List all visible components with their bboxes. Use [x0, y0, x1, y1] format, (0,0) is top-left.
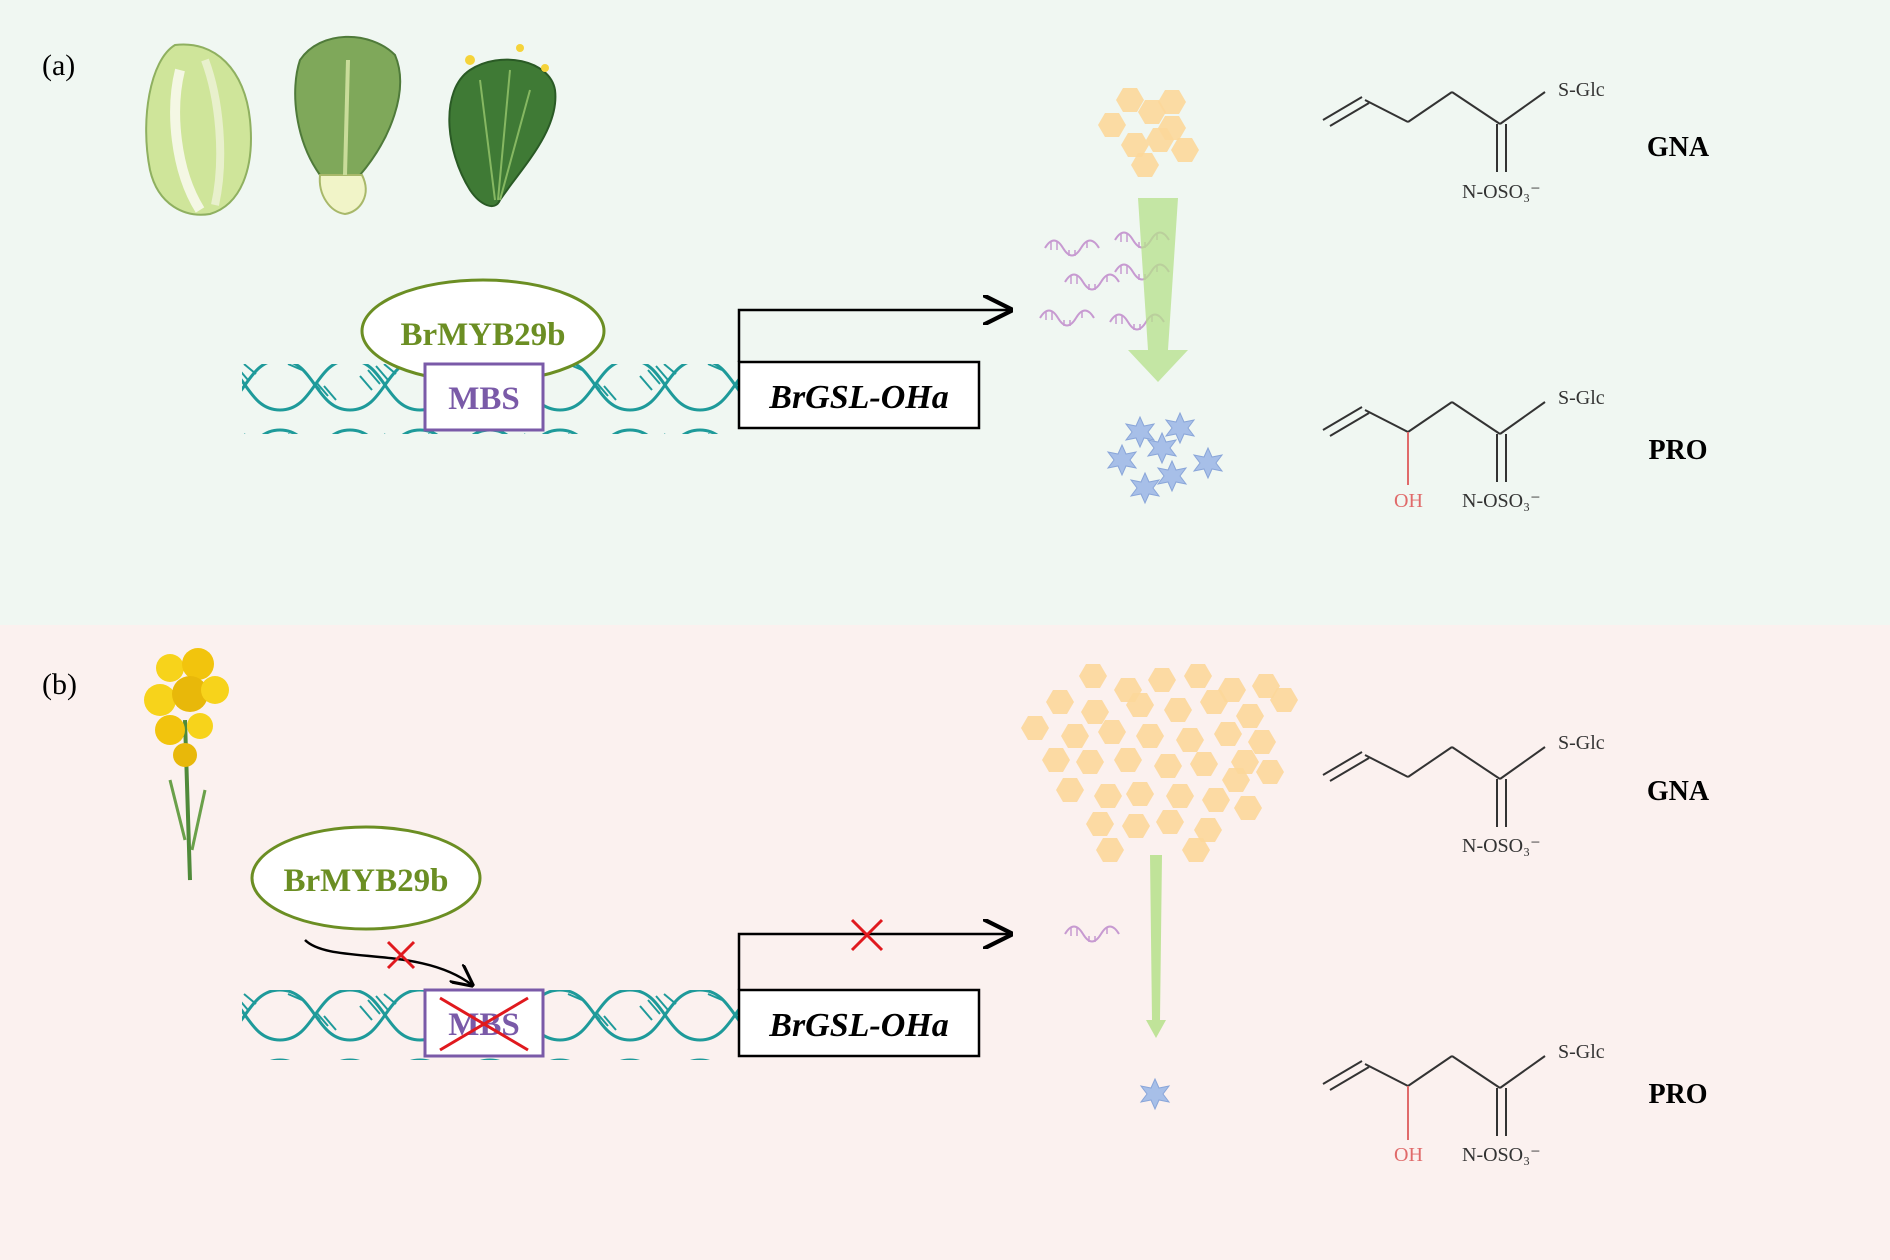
leafy-greens-icon — [448, 44, 557, 208]
gna-structure-a — [1322, 91, 1546, 172]
gene-label-b: BrGSL-OHa — [768, 1007, 948, 1044]
gene-box-b — [737, 988, 981, 1058]
panel-b-label: (b) — [42, 668, 77, 701]
rapeseed-flower-icon — [144, 648, 229, 881]
pro-name-b: PRO — [1648, 1079, 1707, 1110]
sglc-label-a2: S-Glc — [1558, 387, 1605, 409]
mbs-deleted-cross — [439, 996, 529, 1052]
noso3-label-a2: N-OSO₃⁻ — [1462, 490, 1541, 512]
transcription-arrow-b — [737, 934, 1010, 990]
sglc-label-b2: S-Glc — [1558, 1041, 1605, 1063]
tf-label-a: BrMYB29b — [401, 317, 566, 353]
noso3-label-b2: N-OSO₃⁻ — [1462, 1144, 1541, 1166]
tf-label-b: BrMYB29b — [284, 863, 449, 899]
sglc-label-a1: S-Glc — [1558, 79, 1605, 101]
flux-arrow-a — [1128, 198, 1188, 382]
panel-a-label: (a) — [42, 49, 75, 82]
noso3-label-a1: N-OSO₃⁻ — [1462, 181, 1541, 203]
panel-b-background — [0, 625, 1890, 1260]
binding-blocked-cross — [386, 940, 416, 970]
transcription-blocked-cross — [850, 918, 884, 952]
mbs-label-a: MBS — [448, 381, 520, 417]
sglc-label-b1: S-Glc — [1558, 732, 1605, 754]
bok-choy-icon — [294, 35, 402, 216]
oh-label-a: OH — [1394, 490, 1423, 512]
mbs-box-a — [423, 362, 545, 432]
pro-name-a: PRO — [1648, 435, 1707, 466]
napa-cabbage-icon — [145, 43, 252, 216]
flux-arrow-b — [1146, 855, 1166, 1038]
gene-label-a: BrGSL-OHa — [768, 379, 948, 416]
gna-structure-b — [1322, 746, 1546, 827]
pro-structure-a — [1322, 401, 1546, 485]
pro-structure-b — [1322, 1055, 1546, 1140]
gna-name-b: GNA — [1647, 776, 1710, 807]
gna-name-a: GNA — [1647, 132, 1710, 163]
noso3-label-b1: N-OSO₃⁻ — [1462, 835, 1541, 857]
oh-label-b: OH — [1394, 1144, 1423, 1166]
tf-oval-b — [250, 825, 482, 931]
gene-box-a — [737, 360, 981, 430]
panel-a-background — [0, 0, 1890, 625]
transcription-arrow-a — [737, 310, 1010, 362]
binding-arrow-b — [304, 939, 472, 985]
